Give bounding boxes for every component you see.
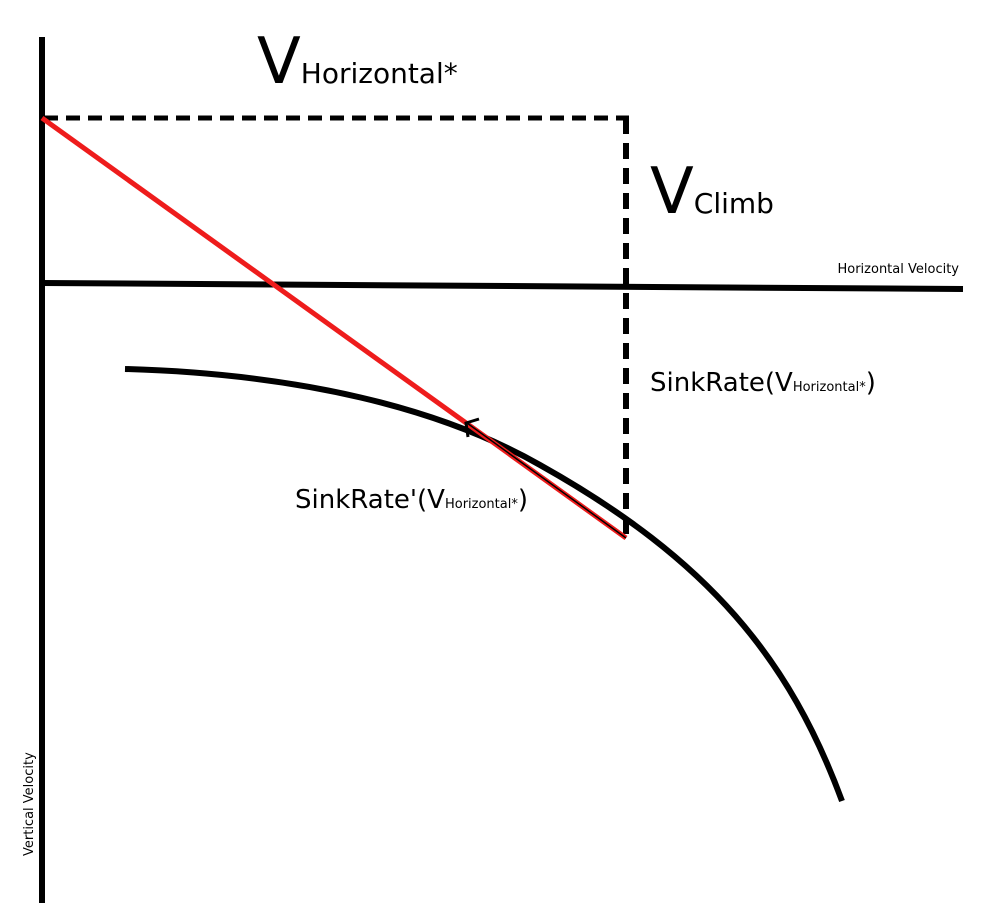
horizontal-axis: [41, 280, 964, 292]
sink-rate-label: SinkRate(VHorizontal*): [650, 368, 876, 398]
sink-rate-curve: [124, 366, 845, 803]
vertical-axis-label: Vertical Velocity: [22, 752, 37, 856]
v-horizontal-label: VHorizontal*: [257, 25, 458, 99]
v-climb-label: VClimb: [650, 155, 774, 229]
sink-rate-derivative-label: SinkRate'(VHorizontal*): [295, 485, 528, 515]
tangent-overlay-stroke: [466, 422, 627, 539]
horizontal-axis-label: Horizontal Velocity: [837, 262, 959, 277]
derivative-arrowhead: [464, 417, 480, 438]
